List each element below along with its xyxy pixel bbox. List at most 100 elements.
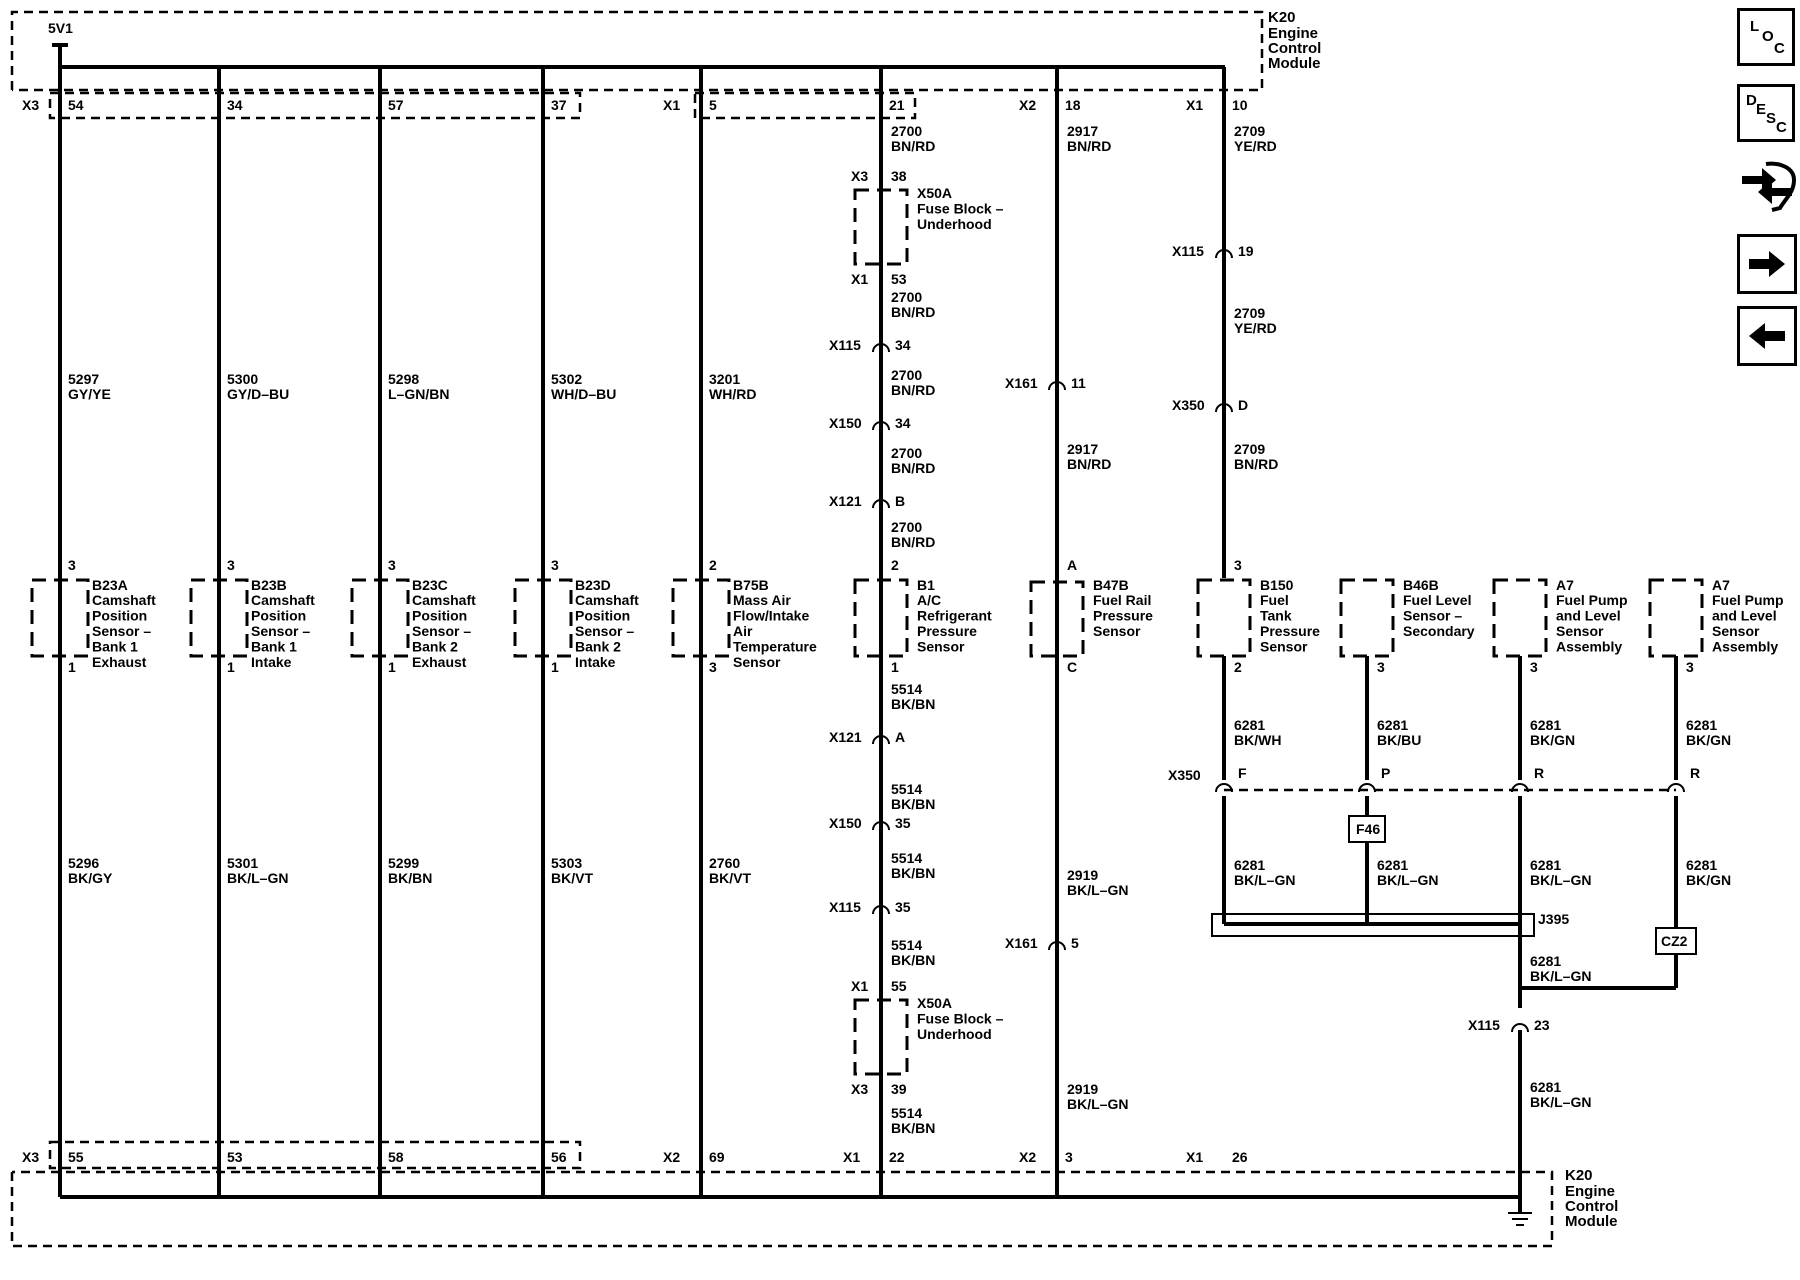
sensor-line-B23A-4: Exhaust bbox=[92, 654, 147, 670]
b1-bottom-inline-0-pin: A bbox=[895, 729, 905, 745]
gnd-upper-label-3-color: BK/GN bbox=[1686, 732, 1731, 748]
wire-top-B23B-circuit: 5300 bbox=[227, 371, 258, 387]
b1-top-wire-0-color: BN/RD bbox=[891, 138, 935, 154]
top-pin-label-6: 18 bbox=[1065, 97, 1081, 113]
description-button[interactable]: D E S C bbox=[1737, 84, 1795, 142]
sensor-pin-bottom-B75B: 3 bbox=[709, 659, 717, 675]
sensor-pin-bottom-B23D: 1 bbox=[551, 659, 559, 675]
b150-wire-2-color: BN/RD bbox=[1234, 456, 1278, 472]
sensor-box-A7-1 bbox=[1492, 578, 1548, 658]
sensor-pin-top-B47B: A bbox=[1067, 557, 1077, 573]
sensor-line-B150-1: Tank bbox=[1260, 608, 1292, 624]
fuse-bottom-title-2: Underhood bbox=[917, 1026, 992, 1042]
b47b-inline-top-pin: 11 bbox=[1071, 375, 1086, 391]
sensor-pin-bottom-B1: 1 bbox=[891, 659, 899, 675]
b1-top-wire-1-color: BN/RD bbox=[891, 304, 935, 320]
gnd-final-label-circuit: 6281 bbox=[1530, 1079, 1561, 1095]
gnd-final-label-color: BK/L–GN bbox=[1530, 1094, 1591, 1110]
sensor-line-A7-1-2: Sensor bbox=[1556, 623, 1604, 639]
fuse-top-out-pin: 53 bbox=[891, 271, 907, 287]
b1-top-inline-1-symbol bbox=[872, 421, 890, 431]
b1-top-inline-1-conn: X150 bbox=[829, 415, 862, 431]
sensor-id-B23A: B23A bbox=[92, 577, 128, 593]
sensor-line-B23B-4: Intake bbox=[251, 654, 292, 670]
bottom-pin-label-6: 3 bbox=[1065, 1149, 1073, 1165]
svg-text:Engine: Engine bbox=[1268, 25, 1318, 42]
wire-bottom-B75B-circuit: 2760 bbox=[709, 855, 740, 871]
sensor-box-B46B-0 bbox=[1339, 578, 1395, 658]
loc-letter-l: L bbox=[1750, 18, 1760, 35]
b150-wire-1-color: YE/RD bbox=[1234, 320, 1277, 336]
sensor-line-B23C-2: Sensor – bbox=[412, 623, 471, 639]
connector-hand-icon[interactable] bbox=[1736, 158, 1798, 220]
ecm-top-connector-x3 bbox=[48, 91, 582, 120]
b1-top-inline-0-conn: X115 bbox=[829, 337, 861, 353]
gnd-merged-label-color: BK/L–GN bbox=[1530, 968, 1591, 984]
b150-inline-0-symbol bbox=[1215, 249, 1233, 259]
b1-top-inline-2-symbol bbox=[872, 499, 890, 509]
b1-bottom-wire-2-circuit: 5514 bbox=[891, 850, 922, 866]
sensor-line-B23D-2: Sensor – bbox=[575, 623, 634, 639]
b1-bottom-wire-0-color: BK/BN bbox=[891, 696, 935, 712]
sensor-line-B47B-0: Fuel Rail bbox=[1093, 592, 1151, 608]
wire-bottom-B23B-circuit: 5301 bbox=[227, 855, 258, 871]
bottom-pin-label-2: 58 bbox=[388, 1149, 404, 1165]
b1-bottom-wire-4-circuit: 5514 bbox=[891, 1105, 922, 1121]
sensor-pin-bottom-B23B: 1 bbox=[227, 659, 235, 675]
sensor-pin-bottom-B23C: 1 bbox=[388, 659, 396, 675]
sensor-line-A7-2-2: Sensor bbox=[1712, 623, 1760, 639]
sensor-line-B23D-4: Intake bbox=[575, 654, 616, 670]
sensor-pin-top-B75B: 2 bbox=[709, 557, 717, 573]
sensor-line-B23B-1: Position bbox=[251, 608, 306, 624]
sensor-box-B1 bbox=[853, 578, 909, 658]
top-pin-label-7: 10 bbox=[1232, 97, 1248, 113]
x350-symbol-2 bbox=[1511, 783, 1529, 793]
fuse-block-top-box bbox=[853, 188, 909, 266]
bottom-pin-label-7: 26 bbox=[1232, 1149, 1248, 1165]
svg-text:K20: K20 bbox=[1565, 1167, 1593, 1184]
sensor-line-B23C-3: Bank 2 bbox=[412, 639, 458, 655]
wire-top-B23B-color: GY/D–BU bbox=[227, 386, 289, 402]
b1-bottom-wire-2-color: BK/BN bbox=[891, 865, 935, 881]
sensor-line-B23C-0: Camshaft bbox=[412, 592, 476, 608]
fuse-bottom-out-pin: 39 bbox=[891, 1081, 907, 1097]
gnd-lower-label-2-circuit: 6281 bbox=[1530, 857, 1561, 873]
sensor-line-B23A-1: Position bbox=[92, 608, 147, 624]
gnd-upper-label-1-color: BK/BU bbox=[1377, 732, 1421, 748]
ecm-bottom-connector-x3 bbox=[48, 1140, 582, 1170]
sensor-line-B1-3: Sensor bbox=[917, 639, 965, 655]
fuse-top-title-0: X50A bbox=[917, 185, 952, 201]
wire-top-B23D-color: WH/D–BU bbox=[551, 386, 616, 402]
sensor-box-B23B bbox=[189, 578, 249, 658]
b150-inline-0-conn: X115 bbox=[1172, 243, 1204, 259]
b150-inline-1-conn: X350 bbox=[1172, 397, 1205, 413]
b47b-inline-top-conn: X161 bbox=[1005, 375, 1038, 391]
bottom-pin-label-0: 55 bbox=[68, 1149, 84, 1165]
wire-top-B23C-color: L–GN/BN bbox=[388, 386, 449, 402]
desc-letter-c: C bbox=[1776, 119, 1787, 136]
b47b-wire-1-color: BN/RD bbox=[1067, 456, 1111, 472]
cz2-label: CZ2 bbox=[1661, 933, 1688, 949]
forward-button[interactable] bbox=[1737, 234, 1797, 294]
wire-top-B23A-color: GY/YE bbox=[68, 386, 111, 402]
sensor-line-B23A-3: Bank 1 bbox=[92, 639, 138, 655]
svg-text:Control: Control bbox=[1268, 40, 1321, 57]
b1-top-wire-4-color: BN/RD bbox=[891, 534, 935, 550]
gnd-sensor-pin-3: 3 bbox=[1686, 659, 1694, 675]
b1-top-inline-0-pin: 34 bbox=[895, 337, 911, 353]
sensor-pin-top-B23D: 3 bbox=[551, 557, 559, 573]
fuse-top-title-1: Fuse Block – bbox=[917, 201, 1004, 217]
f46-label: F46 bbox=[1356, 821, 1380, 837]
sensor-box-B23D bbox=[513, 578, 573, 658]
b1-top-inline-0-symbol bbox=[872, 343, 890, 353]
b47b-wire-3-color: BK/L–GN bbox=[1067, 1096, 1128, 1112]
b1-bottom-inline-0-conn: X121 bbox=[829, 729, 862, 745]
location-button[interactable]: L O C bbox=[1737, 8, 1795, 66]
sensor-line-B23B-3: Bank 1 bbox=[251, 639, 297, 655]
sensor-line-B23B-2: Sensor – bbox=[251, 623, 310, 639]
sensor-box-A7-2 bbox=[1648, 578, 1704, 658]
sensor-pin-bottom-B47B: C bbox=[1067, 659, 1077, 675]
loc-letter-c: C bbox=[1774, 40, 1785, 57]
back-button[interactable] bbox=[1737, 306, 1797, 366]
b1-bottom-inline-1-symbol bbox=[872, 821, 890, 831]
